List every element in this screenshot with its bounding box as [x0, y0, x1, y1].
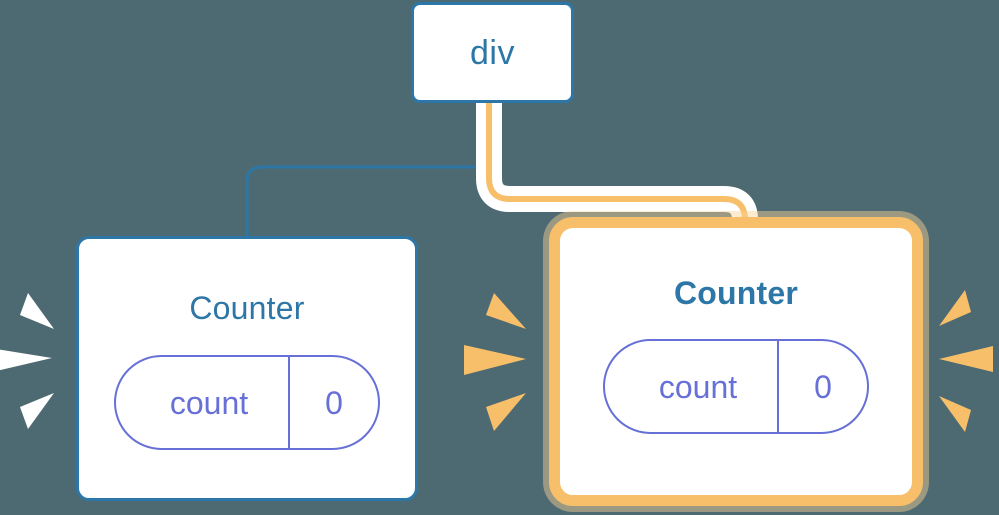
sparkle-rays-icon-right-left-side — [464, 293, 526, 431]
node-counter-left[interactable]: Counter count 0 — [76, 236, 418, 501]
edge-root-to-counter-left — [245, 100, 494, 239]
state-value-left: 0 — [288, 357, 378, 448]
state-pill-left: count 0 — [114, 355, 380, 450]
sparkle-rays-icon-right-right-side — [939, 290, 993, 432]
node-div-label: div — [470, 33, 515, 72]
state-pill-right: count 0 — [603, 339, 869, 434]
node-counter-right-title: Counter — [673, 275, 799, 311]
edge-root-to-counter-right — [486, 100, 748, 243]
node-counter-left-title: Counter — [189, 290, 305, 326]
node-counter-right[interactable]: Counter count 0 — [549, 217, 923, 506]
state-value-right: 0 — [777, 341, 867, 432]
sparkle-rays-icon-left-outer — [0, 293, 54, 429]
state-key-left: count — [169, 384, 249, 421]
node-div[interactable]: div — [411, 2, 574, 103]
state-key-right: count — [658, 368, 738, 405]
